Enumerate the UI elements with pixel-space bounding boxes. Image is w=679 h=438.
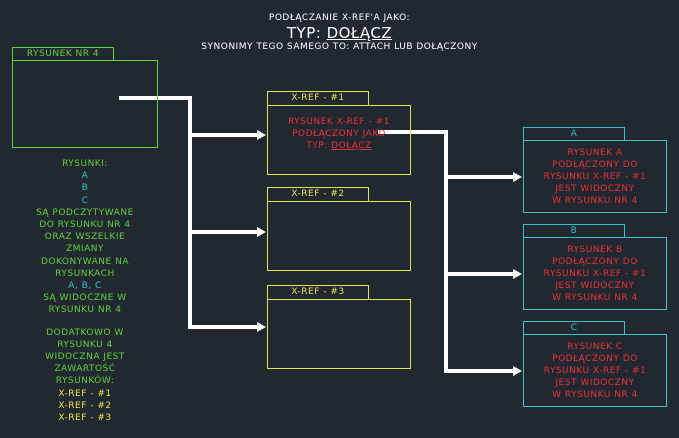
notes-line: DOKONYWANE NA xyxy=(41,256,129,267)
notes-line: DO RYSUNKU NR 4 xyxy=(39,220,131,231)
xref3-label: X-REF - #3 xyxy=(291,287,345,297)
notes-line: RYSUNKU 4 xyxy=(57,339,113,350)
result-a-label: A xyxy=(570,129,578,139)
xref1-tab: X-REF - #1 xyxy=(267,91,369,106)
header-line-1: PODŁĄCZANIE X-REF'A JAKO: xyxy=(268,13,411,23)
header-type-prefix: TYP: xyxy=(286,24,327,42)
notes-line: SĄ PODCZYTYWANE xyxy=(36,207,134,218)
result-a-box xyxy=(523,140,667,213)
notes-line: ORAZ WSZELKIE xyxy=(44,232,126,243)
notes-line: RYSUNKACH xyxy=(55,268,115,279)
notes-line: ZMIANY xyxy=(66,244,104,255)
xref1-line2: PODŁĄCZONY JAKO xyxy=(292,129,386,139)
notes-line: RYSUNKI: xyxy=(62,159,108,169)
xref1-text: RYSUNEK X-REF - #1 PODŁĄCZONY JAKO TYP: … xyxy=(267,116,411,152)
arrow-head-a xyxy=(513,172,522,182)
notes-line: WIDOCZNA JEST xyxy=(45,352,125,363)
result-c-tab: C xyxy=(523,321,625,335)
header-line-2: TYP: DOŁĄCZ xyxy=(0,24,679,42)
notes-line: DODATKOWO W xyxy=(46,327,124,338)
xref1-box xyxy=(267,105,411,175)
arrow-head-xref2 xyxy=(257,227,266,237)
xref2-box xyxy=(267,201,411,271)
result-b-tab: B xyxy=(523,224,625,238)
result-b-box xyxy=(523,237,667,310)
xref2-tab: X-REF - #2 xyxy=(267,187,369,202)
drawing-label: RYSUNEK NR 4 xyxy=(26,49,100,59)
arrow-head-xref1 xyxy=(257,130,266,140)
result-c-box xyxy=(523,334,667,407)
xref2-label: X-REF - #2 xyxy=(291,189,345,199)
arrow-head-c xyxy=(513,366,522,376)
notes-column: RYSUNKI: A B C SĄ PODCZYTYWANE DO RYSUNK… xyxy=(30,158,140,424)
notes-line: X-REF - #1 xyxy=(58,388,112,399)
drawing-box xyxy=(12,60,158,148)
result-c-label: C xyxy=(570,323,578,333)
xref1-label: X-REF - #1 xyxy=(291,93,345,103)
header-line-3: SYNONIMY TEGO SAMEGO TO: ATTACH LUB DOŁĄ… xyxy=(201,42,478,52)
notes-line: RYSUNKÓW: xyxy=(55,376,115,387)
header-type-value: DOŁĄCZ xyxy=(326,24,393,42)
arrow-head-b xyxy=(513,269,522,279)
xref3-tab: X-REF - #3 xyxy=(267,285,369,300)
notes-line: ZAWARTOŚĆ xyxy=(54,364,116,375)
notes-line: X-REF - #3 xyxy=(58,413,112,424)
drawing-tab: RYSUNEK NR 4 xyxy=(12,47,114,61)
notes-line: SĄ WIDOCZNE W xyxy=(43,293,127,304)
arrow-head-xref3 xyxy=(257,322,266,332)
xref1-line1: RYSUNEK X-REF - #1 xyxy=(288,117,390,127)
xref3-box xyxy=(267,299,411,369)
notes-line: A, B, C xyxy=(68,281,102,292)
result-b-label: B xyxy=(570,226,578,236)
result-a-tab: A xyxy=(523,127,625,141)
notes-line: X-REF - #2 xyxy=(58,400,112,411)
notes-line: A xyxy=(81,171,89,182)
notes-line: C xyxy=(81,195,89,206)
xref1-line3: TYP: DOŁĄCZ xyxy=(306,141,372,151)
notes-line: RYSUNKU NR 4 xyxy=(48,305,122,316)
notes-line: B xyxy=(81,183,89,194)
